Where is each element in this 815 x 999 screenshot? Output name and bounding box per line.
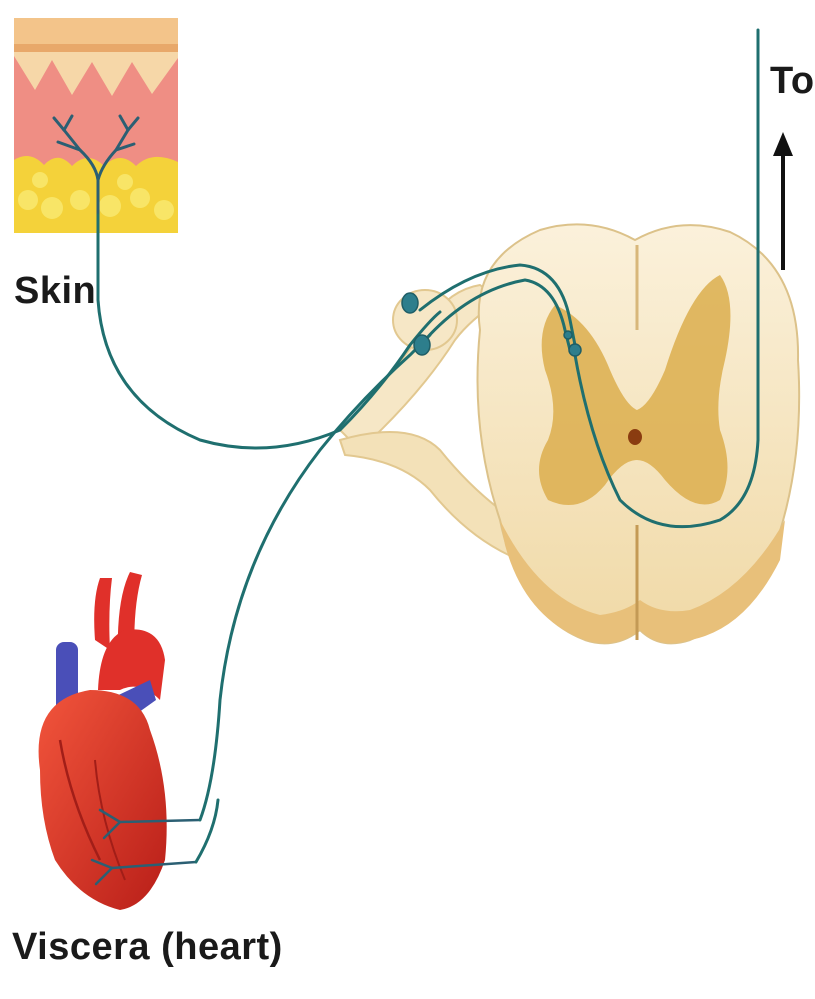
skin-block xyxy=(14,18,178,233)
heart-illustration xyxy=(39,572,200,910)
label-skin: Skin xyxy=(14,270,96,313)
spinal-cord xyxy=(340,224,799,643)
label-to: To xyxy=(770,60,815,103)
arrow-up-icon xyxy=(773,132,793,270)
label-viscera: Viscera (heart) xyxy=(12,926,283,969)
